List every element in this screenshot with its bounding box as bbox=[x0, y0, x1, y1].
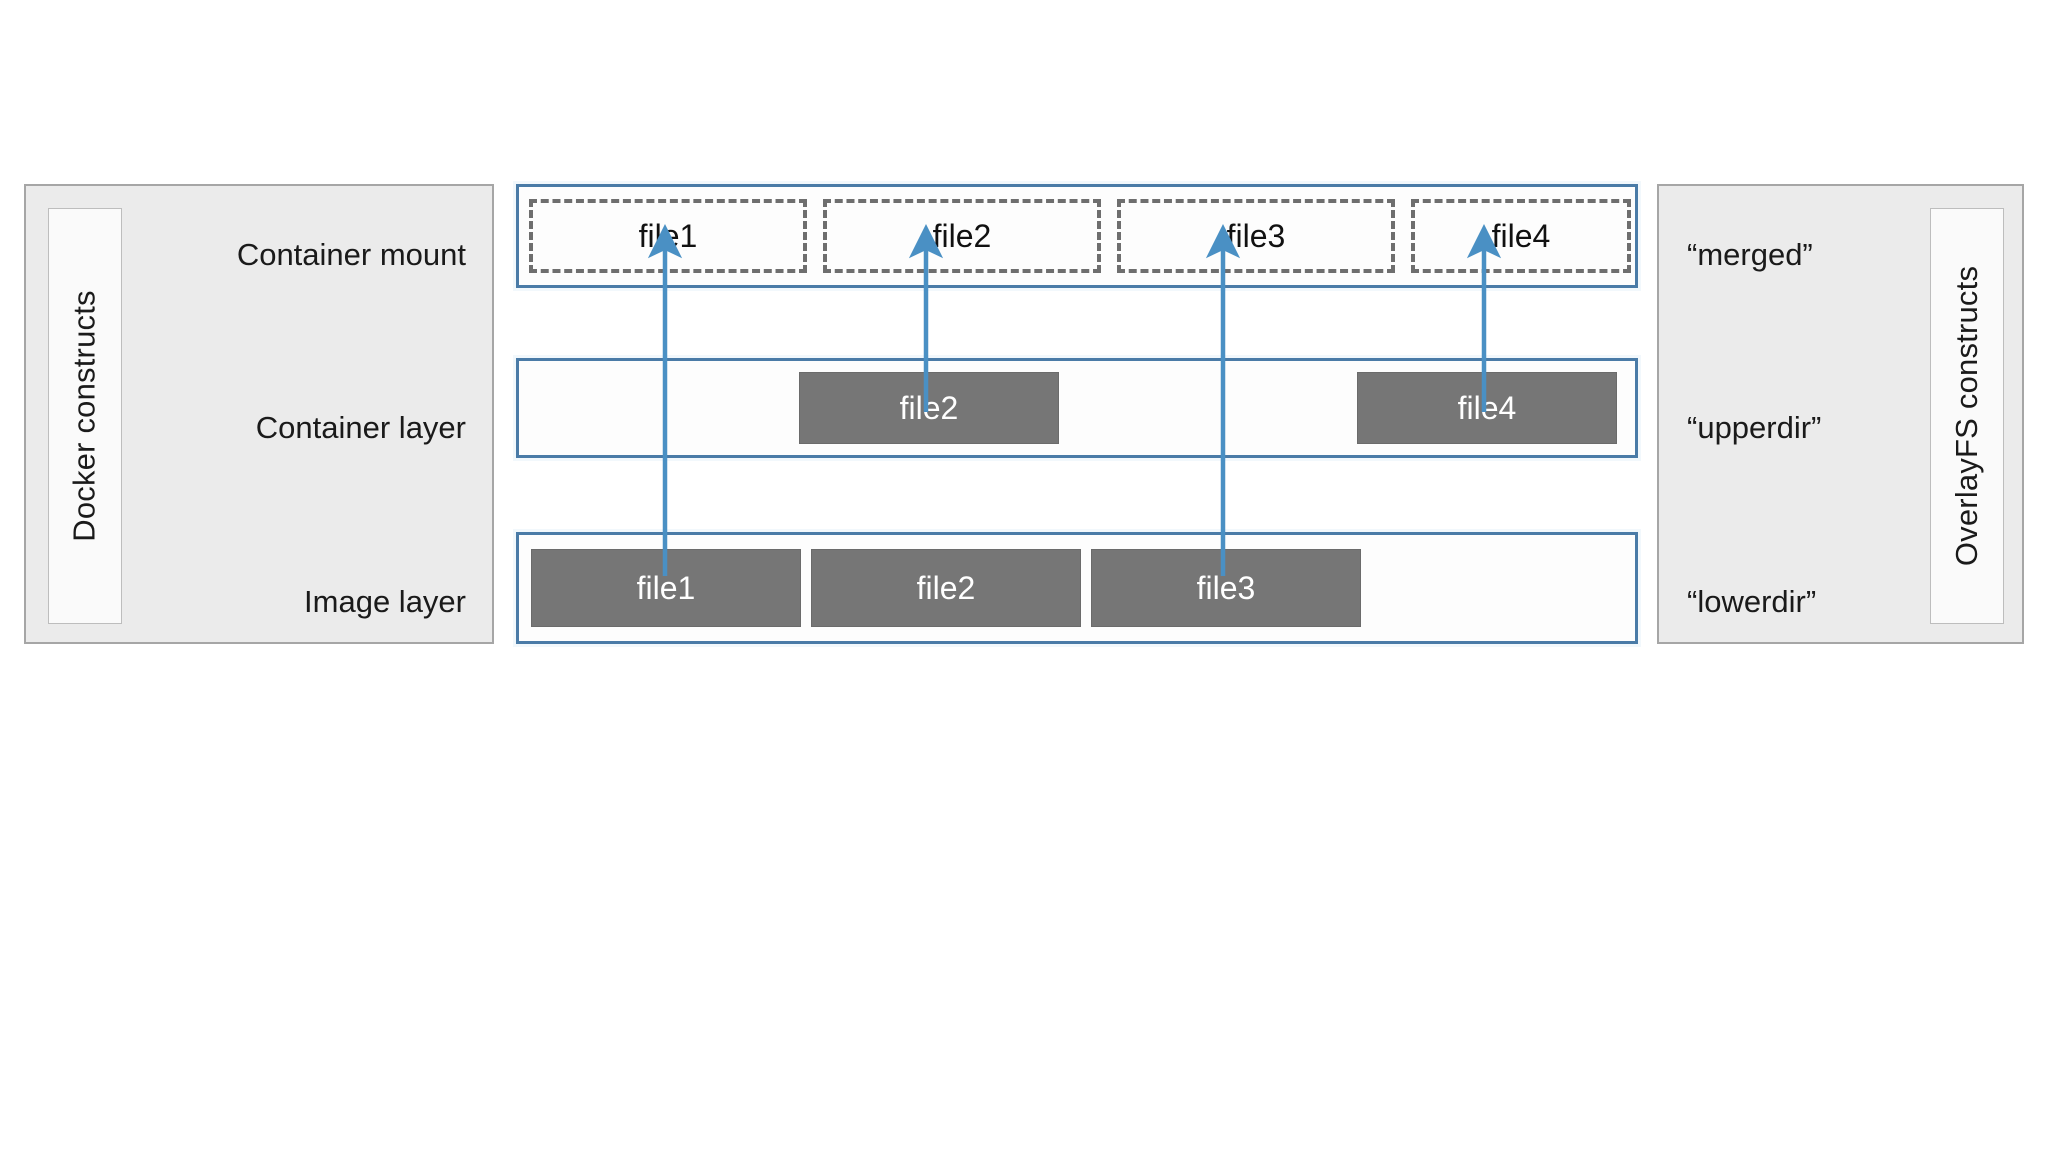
image-layer-file-file1: file1 bbox=[531, 549, 801, 627]
overlayfs-constructs-label: OverlayFS constructs bbox=[1949, 265, 1984, 567]
row-label-container-layer: Container layer bbox=[255, 410, 466, 445]
row-label-image-layer: Image layer bbox=[304, 584, 466, 619]
layer-stack: file1 file2 file3 file4 file2 file4 file… bbox=[516, 184, 1638, 644]
container-layer-file-file4-label: file4 bbox=[1457, 389, 1517, 426]
overlayfs-constructs-panel: “merged” “upperdir” “lowerdir” OverlayFS… bbox=[1657, 184, 2024, 644]
image-layer-file-file2: file2 bbox=[811, 549, 1081, 627]
overlay-label-lowerdir: “lowerdir” bbox=[1687, 584, 1817, 619]
merged-file-file4-label: file4 bbox=[1491, 217, 1551, 254]
image-layer-file-file1-label: file1 bbox=[636, 569, 696, 606]
image-layer-row: file1 file2 file3 bbox=[516, 532, 1638, 644]
overlayfs-constructs-label-box: OverlayFS constructs bbox=[1930, 208, 2004, 624]
merged-file-file4: file4 bbox=[1411, 199, 1631, 273]
merged-file-file3-label: file3 bbox=[1226, 217, 1286, 254]
docker-constructs-label: Docker constructs bbox=[67, 290, 103, 542]
overlay-label-merged: “merged” bbox=[1687, 237, 1813, 272]
container-mount-row: file1 file2 file3 file4 bbox=[516, 184, 1638, 288]
container-layer-row: file2 file4 bbox=[516, 358, 1638, 458]
container-layer-file-file2: file2 bbox=[799, 372, 1059, 444]
image-layer-file-file3: file3 bbox=[1091, 549, 1361, 627]
merged-file-file1-label: file1 bbox=[638, 217, 698, 254]
merged-file-file2: file2 bbox=[823, 199, 1101, 273]
merged-file-file1: file1 bbox=[529, 199, 807, 273]
docker-constructs-label-box: Docker constructs bbox=[48, 208, 122, 624]
image-layer-file-file3-label: file3 bbox=[1196, 569, 1256, 606]
container-layer-file-file2-label: file2 bbox=[899, 389, 959, 426]
container-layer-file-file4: file4 bbox=[1357, 372, 1617, 444]
overlay-label-upperdir: “upperdir” bbox=[1687, 410, 1822, 445]
row-label-container-mount: Container mount bbox=[236, 237, 466, 272]
image-layer-file-file2-label: file2 bbox=[916, 569, 976, 606]
merged-file-file2-label: file2 bbox=[932, 217, 992, 254]
docker-constructs-panel: Docker constructs Container mount Contai… bbox=[24, 184, 494, 644]
merged-file-file3: file3 bbox=[1117, 199, 1395, 273]
